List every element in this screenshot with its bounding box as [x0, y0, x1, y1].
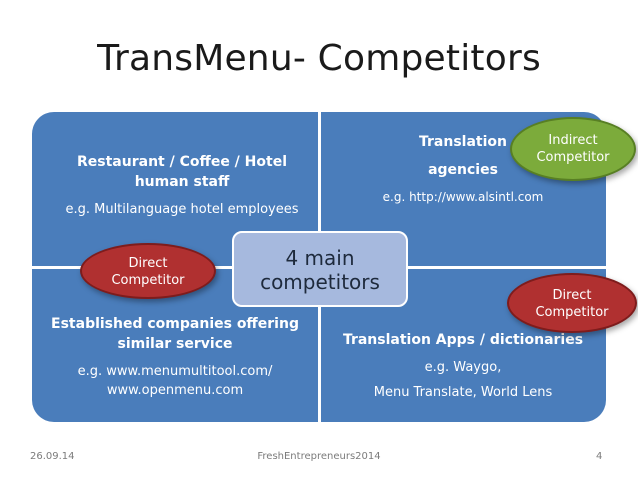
cell-example: e.g. www.menumultitool.com/ www.openmenu… — [77, 364, 273, 398]
cell-example: e.g. Multilanguage hotel employees — [65, 202, 299, 217]
center-label-line2: competitors — [260, 270, 380, 294]
cell-heading: Restaurant / Coffee / Hotel human staff — [77, 154, 287, 190]
cell-translation-agencies: Translation agencies e.g. http://www.als… — [332, 132, 594, 207]
direct-competitor-badge: Direct Competitor — [507, 273, 637, 333]
cell-example-line2: Menu Translate, World Lens — [373, 385, 553, 400]
badge-line2: Competitor — [535, 305, 609, 320]
badge-line1: Indirect — [548, 133, 598, 148]
cell-heading-line2: agencies — [428, 162, 498, 178]
cell-translation-apps: Translation Apps / dictionaries e.g. Way… — [322, 330, 604, 402]
direct-competitor-badge: Direct Competitor — [80, 243, 216, 299]
footer-page-number: 4 — [596, 451, 603, 462]
cell-established-companies: Established companies offering similar s… — [32, 314, 318, 400]
badge-line2: Competitor — [536, 150, 610, 165]
cell-example: e.g. http://www.alsintl.com — [382, 190, 544, 204]
footer-date: 26.09.14 — [30, 451, 75, 462]
badge-line2: Competitor — [111, 273, 185, 288]
cell-example: e.g. Waygo, — [424, 360, 502, 375]
footer-center-text: FreshEntrepreneurs2014 — [257, 451, 381, 462]
cell-heading: Translation — [419, 134, 507, 150]
center-label-box: 4 main competitors — [232, 231, 408, 307]
indirect-competitor-badge: Indirect Competitor — [510, 117, 636, 181]
badge-line1: Direct — [552, 288, 592, 303]
badge-line1: Direct — [128, 256, 168, 271]
competitor-matrix: Restaurant / Coffee / Hotel human staff … — [32, 112, 606, 422]
cell-heading: Translation Apps / dictionaries — [342, 332, 584, 348]
center-label-line1: 4 main — [285, 246, 355, 270]
slide-title: TransMenu- Competitors — [97, 38, 541, 79]
cell-restaurant-staff: Restaurant / Coffee / Hotel human staff … — [52, 152, 312, 219]
cell-heading: Established companies offering similar s… — [51, 316, 299, 352]
